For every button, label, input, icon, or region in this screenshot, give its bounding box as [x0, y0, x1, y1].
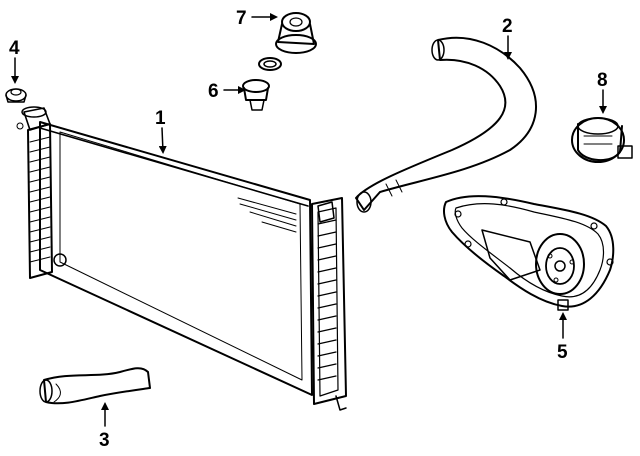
callout-7: 7 — [236, 8, 247, 29]
thermostat-housing — [275, 12, 317, 54]
callout-2: 2 — [502, 16, 513, 37]
fan-clutch — [571, 117, 633, 163]
callout-1: 1 — [155, 108, 166, 129]
callout-8: 8 — [597, 70, 608, 91]
radiator — [21, 106, 347, 411]
upper-radiator-hose — [355, 36, 537, 213]
leader-1 — [158, 127, 167, 154]
callout-leaders — [11, 13, 607, 427]
thermostat — [242, 57, 282, 111]
water-pump — [443, 195, 615, 311]
right-tank-ribs — [317, 219, 337, 381]
callout-6: 6 — [208, 81, 219, 102]
left-tank-ribs — [29, 136, 51, 263]
lower-radiator-hose — [39, 367, 151, 405]
callout-4: 4 — [9, 38, 20, 59]
callout-5: 5 — [557, 342, 568, 363]
radiator-cap — [5, 88, 27, 130]
callout-3: 3 — [99, 430, 110, 451]
